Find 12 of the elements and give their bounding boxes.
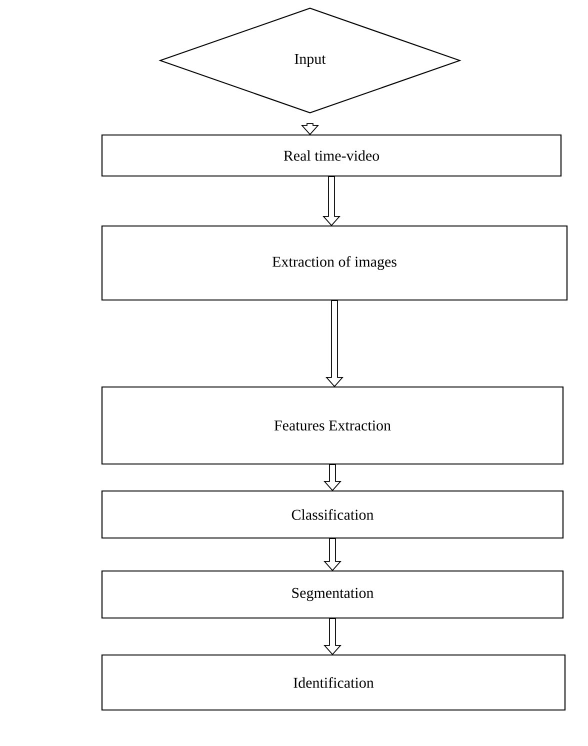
arrow (301, 123, 319, 136)
process-box: Segmentation (101, 570, 564, 619)
process-box: Features Extraction (101, 386, 564, 465)
arrow (324, 538, 342, 572)
process-box: Real time-video (101, 134, 562, 177)
arrow (326, 300, 344, 388)
arrow (322, 176, 340, 226)
process-box: Extraction of images (101, 225, 568, 301)
process-box: Identification (101, 654, 566, 711)
arrow (324, 618, 342, 656)
process-box: Classification (101, 490, 564, 539)
arrow (324, 464, 342, 492)
